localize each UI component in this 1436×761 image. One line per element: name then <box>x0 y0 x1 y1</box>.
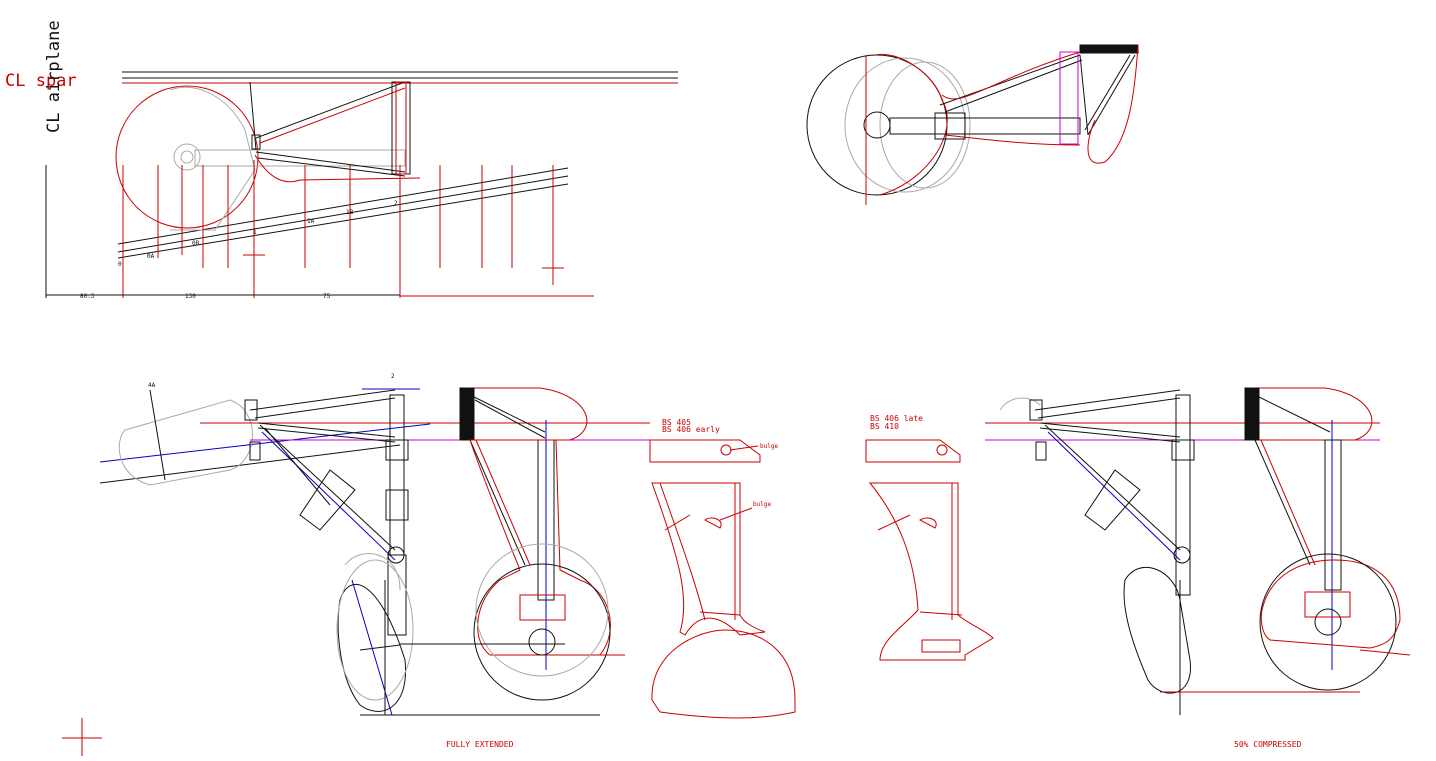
cl-spar-label: CL spar <box>5 71 77 91</box>
station-label: 0B <box>192 240 200 247</box>
section-bs410 <box>865 439 994 661</box>
top-left-side-view <box>45 71 678 298</box>
bs-label: BS 406 late <box>870 414 923 423</box>
dimension-label: 130 <box>185 293 196 300</box>
station-label: 0A <box>147 253 155 260</box>
station-label: 1A <box>307 218 315 225</box>
station-label: 2 <box>394 200 398 207</box>
station-label: 4A <box>148 382 156 389</box>
dimension-label: 75 <box>323 293 331 300</box>
bs-label: BS 410 <box>870 422 899 431</box>
dimension-label: 80.3 <box>80 293 95 300</box>
fully-extended-view <box>99 387 650 716</box>
crosshair-mark <box>62 718 102 756</box>
top-right-top-view <box>806 44 1139 205</box>
bulge-label: bulge <box>753 501 771 508</box>
bulge-label: bulge <box>760 443 778 450</box>
compressed-view <box>985 387 1411 715</box>
section-bs405 <box>649 439 796 719</box>
compressed-caption: 50% COMPRESSED <box>1234 740 1302 749</box>
station-label: 1B <box>346 209 354 216</box>
wheel-circle-red <box>115 85 259 229</box>
compressed-wheel <box>1259 553 1397 691</box>
station-label: 1 <box>253 229 257 236</box>
station-label: 2 <box>391 373 395 380</box>
extended-wheel <box>473 563 611 701</box>
bs-label: BS 406 early <box>662 425 720 434</box>
top-view-wheel <box>806 54 948 196</box>
station-label: 0 <box>118 261 122 268</box>
cl-airplane-label: CL airplane <box>44 20 64 133</box>
bs-label: BS 405 <box>662 418 691 427</box>
fully-extended-caption: FULLY EXTENDED <box>446 740 514 749</box>
